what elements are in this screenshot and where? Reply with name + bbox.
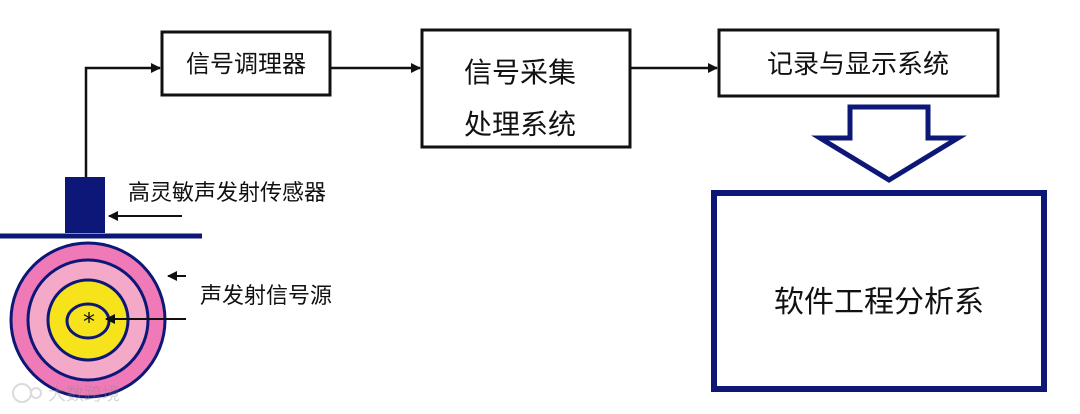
sensor-label: 高灵敏声发射传感器 — [128, 181, 326, 206]
recorder-label: 记录与显示系统 — [767, 50, 949, 80]
watermark: 大数跨境 — [12, 383, 120, 405]
source-label: 声发射信号源 — [200, 284, 332, 309]
watermark-logo-icon — [12, 383, 32, 403]
acquisition-box — [420, 28, 632, 149]
signal-conditioner-box — [160, 30, 332, 97]
source-mark: * — [83, 308, 95, 336]
watermark-text: 大数跨境 — [48, 384, 120, 405]
down-arrow — [811, 104, 967, 183]
sensor-block — [65, 177, 105, 233]
software-analysis-label: 软件工程分析系 — [774, 285, 984, 320]
signal-conditioner-label: 信号调理器 — [186, 50, 306, 78]
acquisition-label-line2: 处理系统 — [464, 108, 576, 141]
watermark-logo-dot — [30, 387, 42, 399]
software-analysis-box — [711, 190, 1047, 392]
recorder-box — [717, 28, 1000, 98]
acquisition-label-line1: 信号采集 — [464, 56, 576, 89]
connector-sensor-to-conditioner — [84, 63, 161, 177]
